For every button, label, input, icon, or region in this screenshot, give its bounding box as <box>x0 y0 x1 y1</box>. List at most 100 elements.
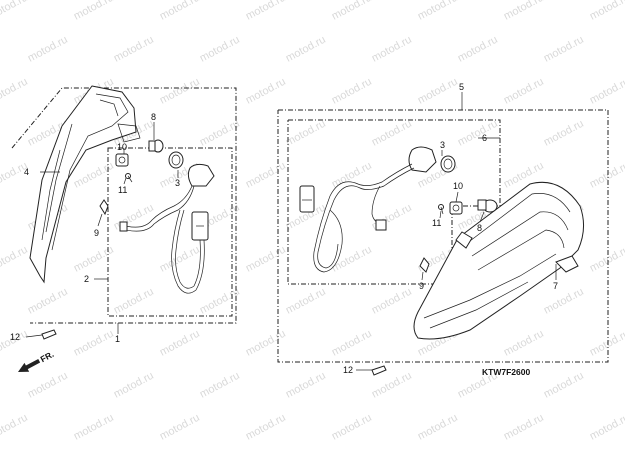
clip-right <box>419 257 430 273</box>
watermark-text: motod.ru <box>284 286 328 317</box>
callout-6: 6 <box>482 133 487 143</box>
watermark-text: motod.ru <box>588 328 625 359</box>
callout-3-right: 3 <box>440 140 445 150</box>
watermark-text: motod.ru <box>416 412 460 443</box>
watermark-text: motod.ru <box>502 76 546 107</box>
watermark-text: motod.ru <box>330 76 374 107</box>
watermark-text: motod.ru <box>370 286 414 317</box>
callout-8-left: 8 <box>151 112 156 122</box>
watermark-text: motod.ru <box>588 76 625 107</box>
watermark-text: motod.ru <box>370 118 414 149</box>
watermark-text: motod.ru <box>284 370 328 401</box>
callout-1: 1 <box>115 334 120 344</box>
watermark-text: motod.ru <box>26 370 70 401</box>
watermark-text: motod.ru <box>244 412 288 443</box>
watermark-text: motod.ru <box>588 244 625 275</box>
callout-5: 5 <box>459 82 464 92</box>
socket-right <box>449 201 463 215</box>
watermark-text: motod.ru <box>26 34 70 65</box>
left-turn-signal-assembly: 4 8 10 11 3 9 2 12 1 FR. <box>10 85 237 372</box>
watermark-text: motod.ru <box>244 244 288 275</box>
watermark-text: motod.ru <box>72 0 116 23</box>
watermark-text: motod.ru <box>72 160 116 191</box>
right-turn-signal-assembly: 5 6 3 10 11 8 9 7 12 KTW7F2600 <box>277 82 609 377</box>
harness-6-frame <box>287 119 501 285</box>
watermark-text: motod.ru <box>370 34 414 65</box>
bulb-right <box>477 199 498 213</box>
screw-right <box>438 204 444 215</box>
watermark-text: motod.ru <box>456 118 500 149</box>
watermark-text: motod.ru <box>244 76 288 107</box>
callout-3-left: 3 <box>175 178 180 188</box>
watermark-text: motod.ru <box>112 370 156 401</box>
watermark-text: motod.ru <box>158 0 202 23</box>
watermark-text: motod.ru <box>284 34 328 65</box>
callout-12-left: 12 <box>10 332 20 342</box>
callout-10-left: 10 <box>117 142 127 152</box>
callout-7: 7 <box>553 281 558 291</box>
callout-2: 2 <box>84 274 89 284</box>
watermark-text: motod.ru <box>158 76 202 107</box>
watermark-text: motod.ru <box>244 0 288 23</box>
watermark-text: motod.ru <box>198 286 242 317</box>
watermark-text: motod.ru <box>112 286 156 317</box>
watermark-text: motod.ru <box>330 412 374 443</box>
watermark-text: motod.ru <box>158 328 202 359</box>
screw-12-right <box>371 365 387 376</box>
callout-11-left: 11 <box>118 185 127 195</box>
watermark-text: motod.ru <box>416 76 460 107</box>
watermark-text: motod.ru <box>0 412 30 443</box>
callout-4: 4 <box>24 167 29 177</box>
clip-left <box>99 199 109 216</box>
watermark-text: motod.ru <box>502 0 546 23</box>
watermark-text: motod.ru <box>158 412 202 443</box>
turn-signal-lens-left <box>29 85 141 284</box>
harness-2-frame <box>107 147 233 317</box>
watermark-text: motod.ru <box>502 412 546 443</box>
watermark-text: motod.ru <box>112 34 156 65</box>
watermark-text: motod.ru <box>542 118 586 149</box>
direction-label: FR. <box>39 349 56 364</box>
watermark-text: motod.ru <box>72 244 116 275</box>
watermark-text: motod.ru <box>198 370 242 401</box>
gasket-left <box>168 151 184 169</box>
watermark-text: motod.ru <box>244 160 288 191</box>
screw-12-left <box>41 329 57 340</box>
screw-left <box>125 173 133 183</box>
callout-8-right: 8 <box>477 223 482 233</box>
wire-harness-right <box>299 146 437 273</box>
watermark-text: motod.ru <box>198 118 242 149</box>
callout-9-left: 9 <box>94 228 99 238</box>
watermark-text: motod.ru <box>198 34 242 65</box>
bulb-left <box>148 139 164 153</box>
watermark-text: motod.ru <box>284 118 328 149</box>
gasket-right <box>440 155 456 173</box>
watermark-text: motod.ru <box>72 328 116 359</box>
watermark-text: motod.ru <box>542 370 586 401</box>
watermark-text: motod.ru <box>330 244 374 275</box>
assembly-5-frame <box>277 109 609 363</box>
callout-12-right: 12 <box>343 365 353 375</box>
diagram-code: KTW7F2600 <box>482 367 530 377</box>
callout-11-right: 11 <box>432 218 441 228</box>
watermark-text: motod.ru <box>0 244 30 275</box>
watermark-text: motod.ru <box>456 34 500 65</box>
watermark-text: motod.ru <box>588 160 625 191</box>
watermark-text: motod.ru <box>72 412 116 443</box>
assembly-1-frame <box>11 87 237 324</box>
watermark-text: motod.ru <box>588 412 625 443</box>
watermark-text: motod.ru <box>330 328 374 359</box>
watermark-text: motod.ru <box>330 0 374 23</box>
watermark-text: motod.ru <box>0 0 30 23</box>
socket-left <box>115 153 129 167</box>
wire-harness-left <box>119 163 215 294</box>
watermark-text: motod.ru <box>0 76 30 107</box>
callout-9-right: 9 <box>419 281 424 291</box>
watermark-text: motod.ru <box>244 328 288 359</box>
front-direction-arrow: FR. <box>18 349 56 372</box>
callout-10-right: 10 <box>453 181 463 191</box>
watermark-text: motod.ru <box>26 286 70 317</box>
watermark-text: motod.ru <box>542 34 586 65</box>
watermark-text: motod.ru <box>588 0 625 23</box>
